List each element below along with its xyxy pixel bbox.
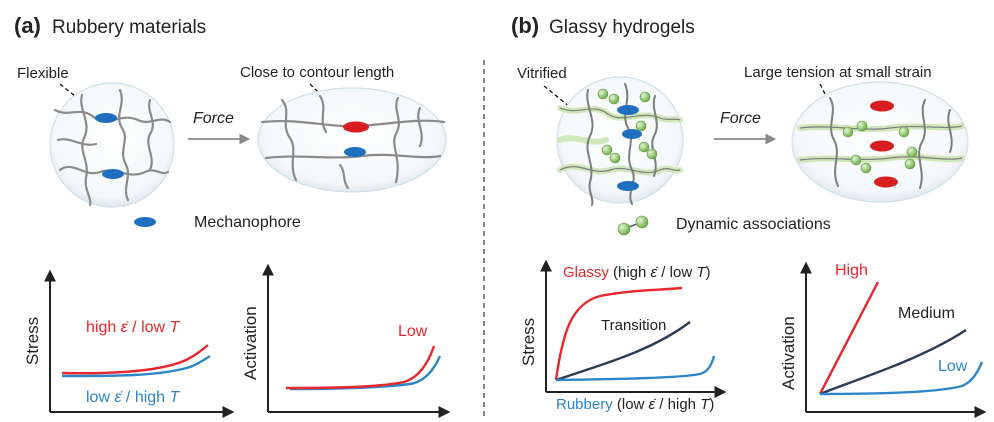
mechanophore-activated-icon <box>870 140 894 152</box>
stress-chart-b: Stress Glassy (high ε̇ / low T) Transiti… <box>519 259 727 413</box>
panel-a: (a) Rubbery materials Flexible Force Clo… <box>14 13 451 418</box>
series-line-transition <box>555 321 691 382</box>
activation-chart-b: Activation High Medium Low <box>779 261 987 418</box>
series-line-rubbery <box>555 355 716 382</box>
panel-a-letter: (a) <box>14 13 41 38</box>
network-stretched <box>257 87 447 193</box>
y-axis-label: Activation <box>779 316 798 390</box>
mechanophore-icon <box>102 169 124 179</box>
force-label-b: Force <box>720 110 761 127</box>
series-line-low <box>819 361 984 396</box>
mechanophore-icon <box>344 147 366 157</box>
mechanophore-icon <box>622 129 642 139</box>
mechanophore-icon <box>617 105 639 115</box>
mechanophore-icon <box>95 113 117 123</box>
activation-chart-a: Activation Low <box>241 263 451 418</box>
label-contour-length: Close to contour length <box>240 64 394 81</box>
series-line-high <box>818 281 880 395</box>
series-line-red <box>285 345 436 390</box>
label-high-rate-low-temp: high ε̇ / low T <box>86 319 181 336</box>
label-vitrified: Vitrified <box>517 65 567 82</box>
contour-pointer-arrow <box>309 83 348 121</box>
label-transition: Transition <box>601 317 666 334</box>
label-high: High <box>835 262 868 279</box>
panel-a-title: Rubbery materials <box>52 17 206 38</box>
network-glassy-stretched <box>791 81 969 203</box>
mechanophore-icon <box>617 181 639 191</box>
label-medium: Medium <box>898 305 955 322</box>
mechanophore-activated-icon <box>874 176 898 188</box>
panel-b-letter: (b) <box>511 13 539 38</box>
label-glassy: Glassy (high ε̇ / low T) <box>563 264 711 281</box>
label-low-rate-high-temp: low ε̇ / high T <box>86 389 181 406</box>
series-line-low-rate <box>61 355 211 378</box>
mechanophore-activated-icon <box>343 121 369 133</box>
legend-mechanophore: Mechanophore <box>194 214 301 231</box>
label-low: Low <box>938 358 968 375</box>
panel-b: (b) Glassy hydrogels Vitrified <box>511 13 987 418</box>
network-relaxed <box>49 82 175 208</box>
dynamic-association-legend-icon <box>617 215 649 236</box>
label-rubbery: Rubbery (low ε̇ / high T) <box>556 396 714 413</box>
network-glassy-relaxed <box>556 76 684 206</box>
y-axis-label: Stress <box>519 318 538 366</box>
label-flexible: Flexible <box>17 65 69 82</box>
series-line-high-rate <box>61 344 209 375</box>
legend-dynamic-associations: Dynamic associations <box>676 216 831 233</box>
series-line-blue <box>289 355 442 391</box>
stress-chart-a: Stress high ε̇ / low T low ε̇ / high T <box>23 269 235 418</box>
label-large-tension: Large tension at small strain <box>744 64 932 81</box>
y-axis-label: Stress <box>23 317 42 365</box>
y-axis-label: Activation <box>241 306 260 380</box>
label-low: Low <box>398 323 428 340</box>
force-label-a: Force <box>193 110 234 127</box>
series-line-glassy <box>554 286 683 381</box>
panel-b-title: Glassy hydrogels <box>549 17 695 38</box>
mechanophore-legend-icon <box>134 217 156 227</box>
series-line-medium <box>819 328 967 396</box>
mechanophore-activated-icon <box>870 100 894 112</box>
